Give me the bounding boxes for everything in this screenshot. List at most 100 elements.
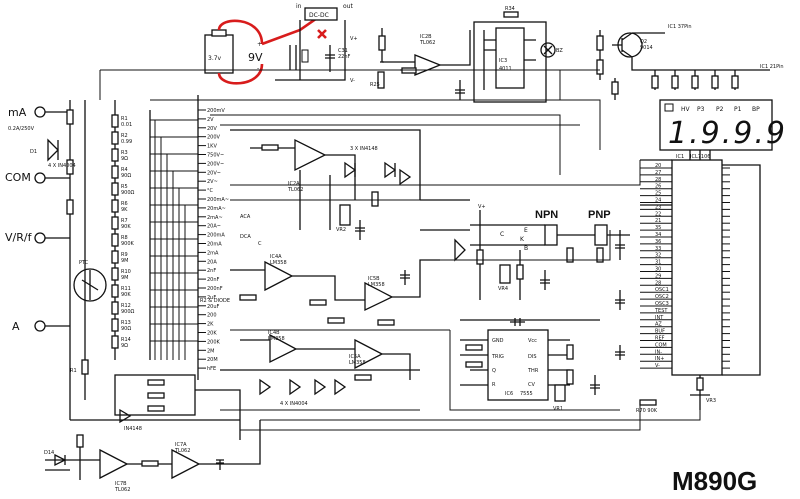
range-switch: 200mV2V20V200V1KV750V~200V~20V~2V~°C200m…: [197, 95, 262, 380]
ic3-pins: [483, 30, 536, 90]
d7-diode: [399, 168, 412, 186]
ic4a-name: IC4A: [270, 254, 282, 260]
ladder-resistor-val: 9Ω: [121, 156, 128, 162]
ladder-resistor-ref: R3: [121, 150, 128, 156]
switch-position-label: 20uF: [207, 304, 220, 310]
ic5b-part: LM358: [368, 282, 385, 288]
socket-b-label: B: [524, 245, 528, 252]
icl7106-pin-label: BUF: [655, 329, 665, 335]
ladder-resistor-val: 9M: [121, 258, 129, 264]
r85-resistor: [147, 392, 165, 399]
icl7106-pin-label: TEST: [654, 308, 668, 314]
icl7106-pin-label: 24: [655, 198, 661, 204]
vr3-label: VR3: [706, 398, 716, 404]
ic7a-name: IC7A: [175, 442, 187, 448]
ptc-symbol: [81, 270, 99, 300]
r22-resistor: [378, 35, 386, 51]
r35-resistor: [371, 191, 379, 207]
ladder-resistor-ref: R4: [121, 167, 128, 173]
r83-resistor: [465, 344, 483, 351]
r58-resistor: [596, 247, 604, 263]
ladder-buses: [150, 119, 198, 360]
hfe-vplus: V+: [478, 204, 486, 210]
vr1-pot: [554, 384, 566, 402]
buzzer-ref: BZ: [556, 48, 563, 54]
icl7106-pin-label: 25: [655, 191, 661, 197]
r34-resistor: [503, 11, 519, 18]
ic3-name: IC3: [499, 58, 507, 64]
switch-position-label: 2M: [207, 348, 215, 354]
ic3-4011: [495, 27, 525, 89]
top-rail: [99, 69, 600, 100]
ic6-pin-q: Q: [492, 368, 496, 374]
dcdc-vminus: V-: [350, 78, 355, 84]
battery-terminal: [211, 29, 227, 37]
ladder-resistor-val: 9K: [121, 207, 128, 213]
ladder-resistor-ref: R6: [121, 201, 128, 207]
lcd-annunciator-p1: P1: [734, 106, 742, 113]
r71-resistor: [566, 344, 574, 360]
vr4-pot: [499, 264, 511, 284]
c6-cap: [590, 375, 600, 395]
ic7-section: IC7B TL062 IC7A TL062 D14: [44, 420, 261, 493]
switch-position-label: 200mV: [207, 108, 225, 114]
c8-cap: [455, 80, 465, 100]
switch-position-label: °C: [207, 188, 214, 194]
ladder-resistor-val: 9Ω: [121, 343, 128, 349]
icl7106-chip: [671, 159, 723, 376]
icl7106-pin-label: 20: [655, 163, 661, 169]
switch-position-label: 20V~: [207, 170, 221, 176]
ic3-part: 4011: [499, 66, 512, 72]
vr2-pot: [339, 204, 351, 226]
r25-label: R25: [370, 82, 380, 88]
switch-aca: ACA: [240, 214, 251, 220]
ic7b-part: TL062: [114, 487, 130, 493]
ladder-resistor-val: 900K: [121, 241, 135, 247]
terminal-vrf-jack[interactable]: [34, 232, 46, 244]
ladder-resistor: [111, 182, 119, 196]
ladder-resistor-val: 0.99: [121, 139, 132, 145]
terminal-a-label: A: [12, 320, 20, 333]
ladder-resistor-ref: R11: [121, 286, 131, 292]
r84b-resistor: [147, 405, 165, 412]
r86-resistor: [147, 379, 165, 386]
icl7106-section: IC1 ICL7106 2027282625242322213534363332…: [615, 150, 761, 414]
switch-position-label: 2uF: [207, 295, 216, 301]
ic2a-opamp: [294, 138, 327, 172]
ladder-resistor: [111, 216, 119, 230]
r25-resistor: [377, 71, 385, 89]
switch-position-label: 2mA: [207, 250, 219, 256]
ladder-resistor-val: 900Ω: [121, 309, 135, 315]
dcdc-vplus: V+: [350, 36, 358, 42]
terminal-com-jack[interactable]: [34, 172, 46, 184]
c31-cap: [325, 45, 335, 72]
ic2a-section: IC2A TL062 3 X IN4148 VR2: [230, 129, 470, 240]
ladder-resistor: [111, 301, 119, 315]
r34-label: R34: [505, 6, 515, 12]
switch-position-label: 200: [207, 313, 217, 319]
switch-position-label: 20K: [207, 331, 217, 337]
ladder-resistor: [111, 114, 119, 128]
lower-left-section: IN4148: [70, 374, 241, 440]
r33-resistor: [261, 144, 279, 151]
ladder-resistor-ref: R1: [121, 116, 128, 122]
npn-socket[interactable]: [544, 224, 558, 246]
icl7106-pin-label: 27: [655, 170, 661, 176]
terminal-ma-jack[interactable]: [34, 106, 46, 118]
socket-e-label: E: [524, 227, 528, 234]
icl7106-pin-label: 22: [655, 211, 661, 217]
ladder-resistor-ref: R13: [121, 320, 131, 326]
ic6-pin-trig: TRIG: [491, 354, 504, 360]
pnp-socket[interactable]: [594, 224, 608, 246]
icl7106-pin-label: COM: [655, 342, 667, 348]
lcd-annunciator-p3: P3: [697, 106, 705, 113]
c23-cap: [510, 318, 525, 326]
ladder-resistor: [111, 131, 119, 145]
socket-c-label: C: [500, 231, 504, 238]
switch-position-label: 200V~: [207, 161, 224, 167]
ic2a-name: IC2A: [288, 181, 300, 187]
cut-mark: [317, 29, 327, 39]
ic2a-part: TL062: [287, 187, 303, 193]
terminal-com-label: COM: [5, 171, 31, 184]
terminal-a-jack[interactable]: [34, 320, 46, 332]
